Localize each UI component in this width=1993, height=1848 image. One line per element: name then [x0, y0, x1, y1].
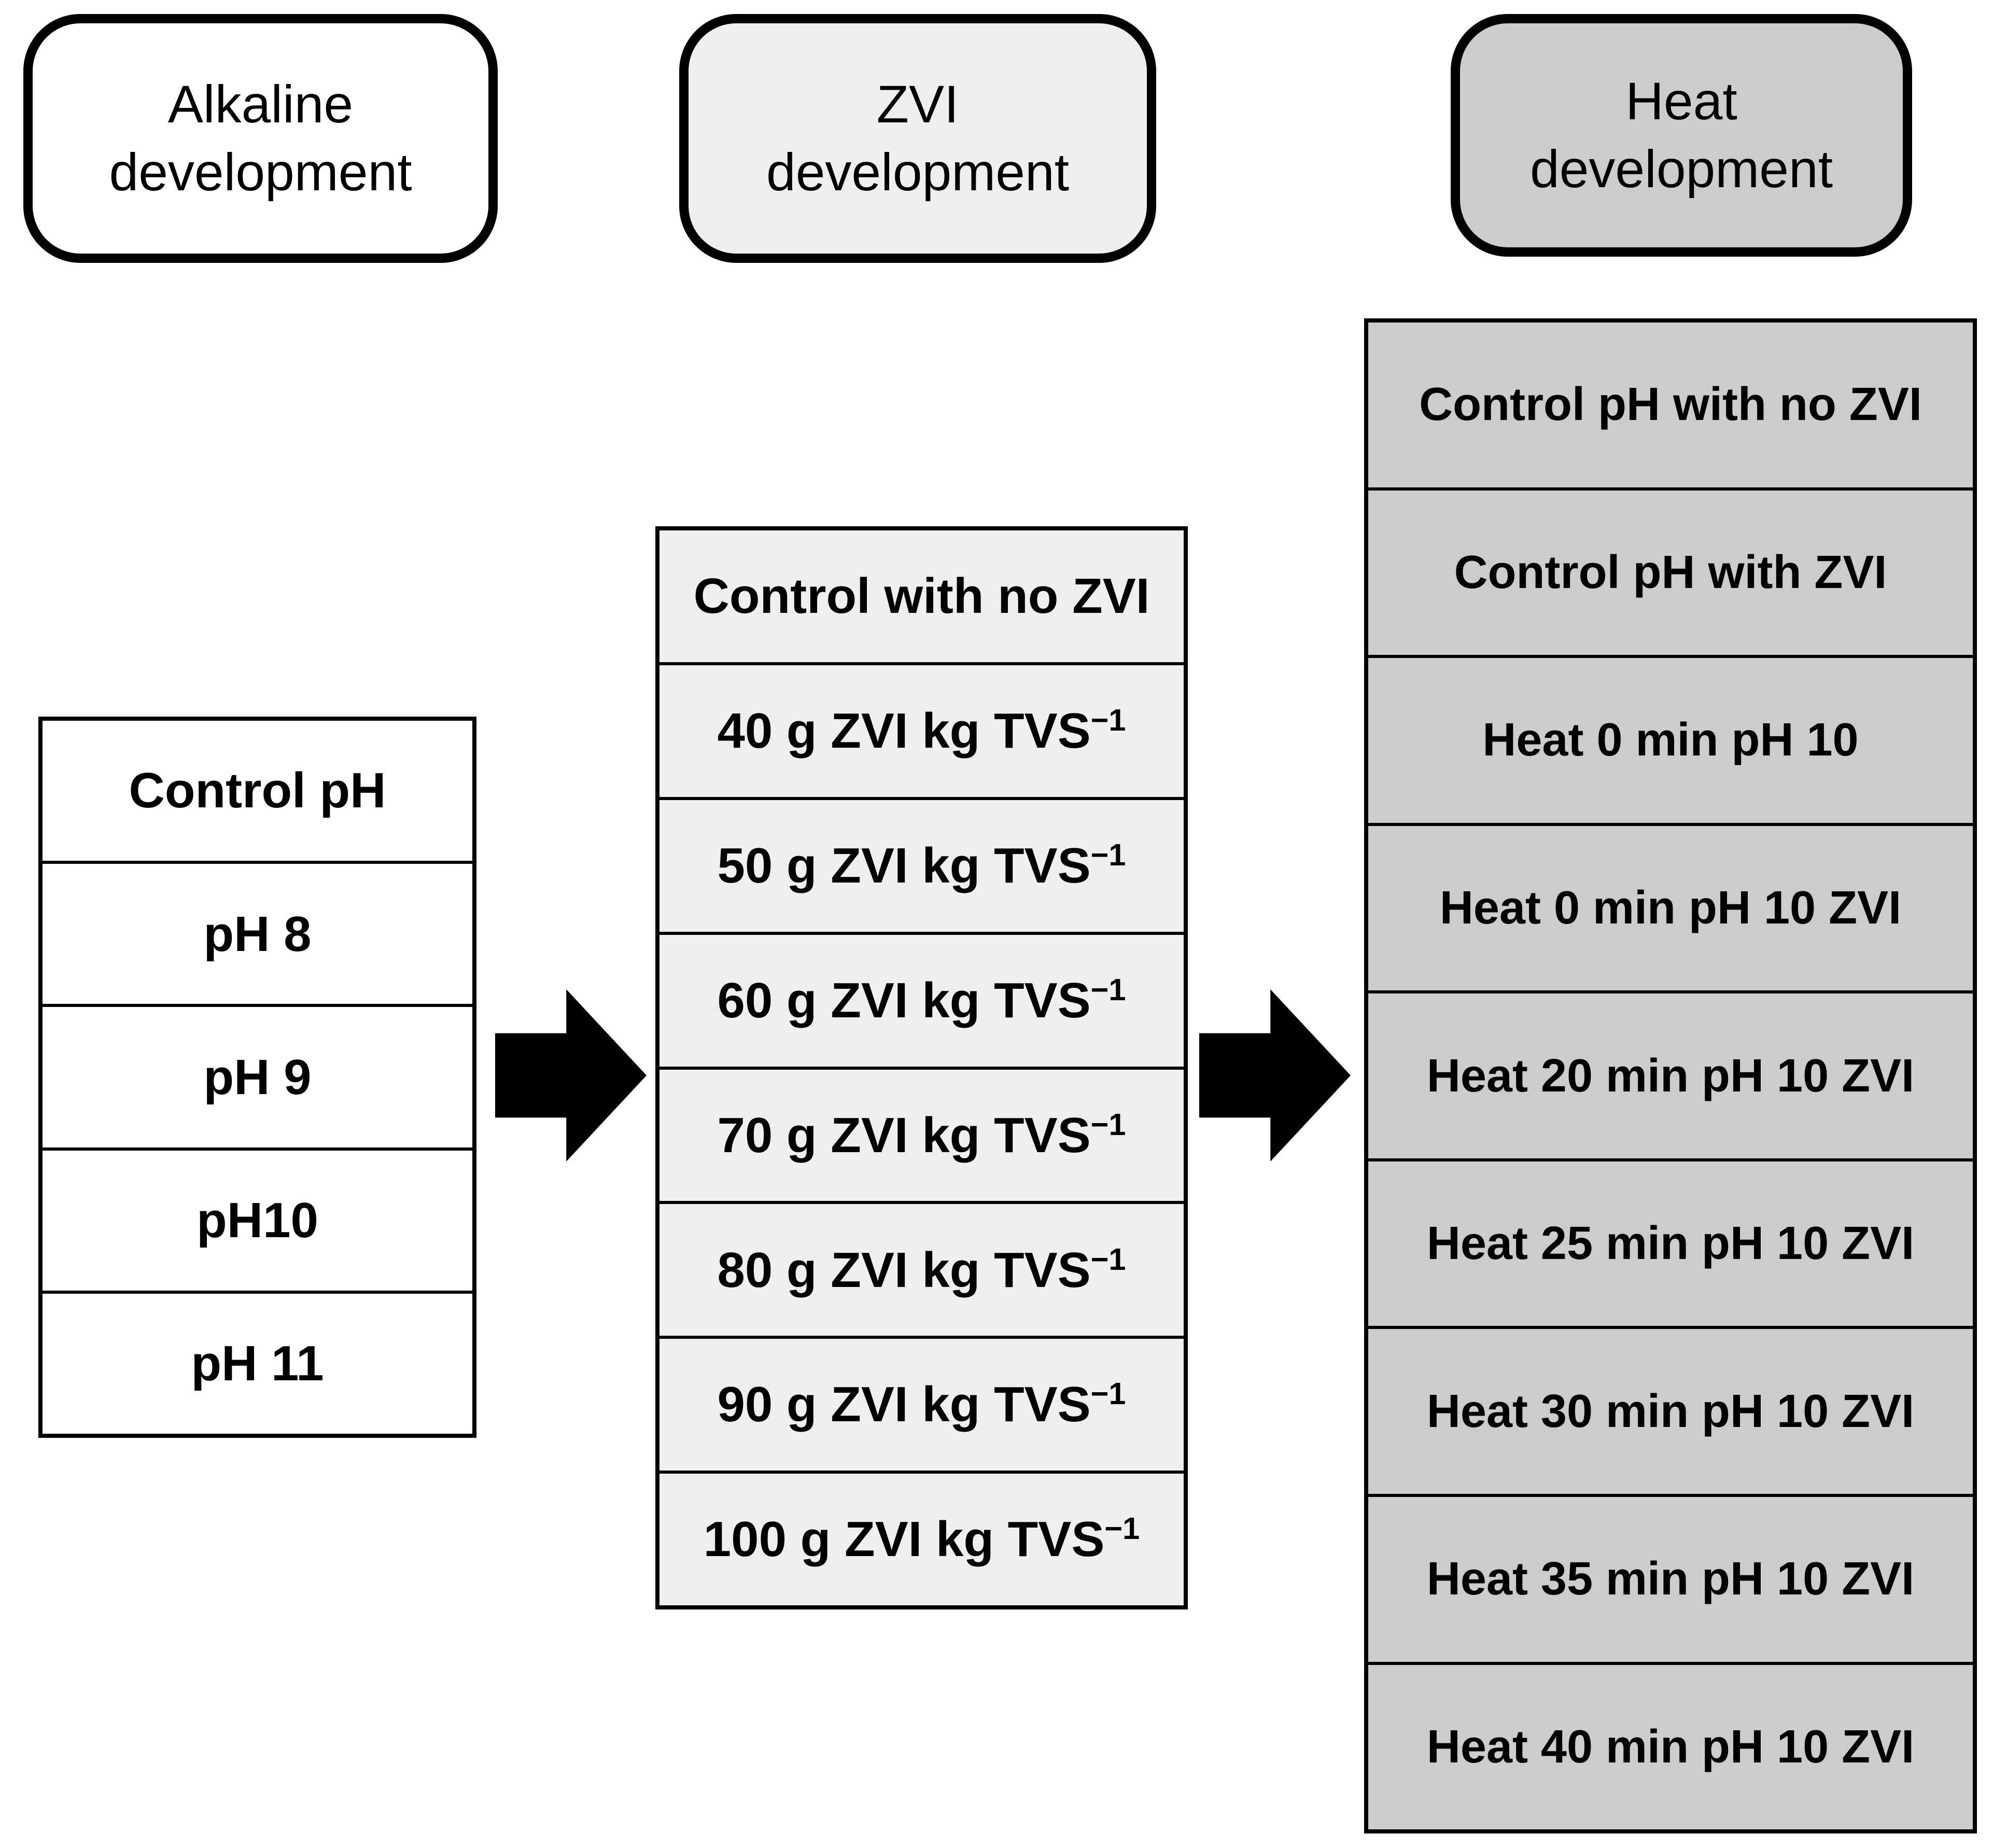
cell-label: 100 g ZVI kg TVS−1 [703, 1511, 1140, 1567]
cell-label: 50 g ZVI kg TVS−1 [717, 837, 1126, 893]
cell-label: 40 g ZVI kg TVS−1 [717, 703, 1126, 759]
cell-label: pH10 [197, 1192, 318, 1248]
table-row: Heat 0 min pH 10 ZVI [1368, 822, 1973, 991]
table-row: pH 8 [43, 861, 472, 1004]
table-row: pH 9 [43, 1004, 472, 1147]
cell-label: 70 g ZVI kg TVS−1 [717, 1107, 1126, 1163]
cell-label: Heat 40 min pH 10 ZVI [1426, 1720, 1915, 1773]
table-zvi-development: Control with no ZVI 40 g ZVI kg TVS−1 50 g… [655, 526, 1188, 1609]
cell-label: 90 g ZVI kg TVS−1 [717, 1376, 1126, 1433]
table-row: 70 g ZVI kg TVS−1 [659, 1066, 1184, 1201]
table-row: Control with no ZVI [659, 530, 1184, 662]
table-row: Heat 35 min pH 10 ZVI [1368, 1493, 1973, 1662]
cell-label: Control pH with no ZVI [1419, 379, 1922, 431]
cell-label: Heat 0 min pH 10 ZVI [1439, 881, 1902, 934]
table-row: 80 g ZVI kg TVS−1 [659, 1201, 1184, 1336]
header-zvi-development: ZVI development [679, 14, 1156, 263]
header-zvi-development-label: ZVI development [766, 75, 1070, 202]
table-row: pH10 [43, 1147, 472, 1291]
table-row: Heat 20 min pH 10 ZVI [1368, 990, 1973, 1158]
cell-label: Heat 35 min pH 10 ZVI [1426, 1553, 1915, 1605]
table-row: 100 g ZVI kg TVS−1 [659, 1471, 1184, 1605]
table-row: Control pH with no ZVI [1368, 323, 1973, 487]
table-row: 50 g ZVI kg TVS−1 [659, 796, 1184, 932]
table-heat-development: Control pH with no ZVI Control pH with ZV… [1364, 318, 1977, 1833]
header-alkaline-development-label: Alkaline development [109, 75, 412, 202]
table-row: Heat 40 min pH 10 ZVI [1368, 1661, 1973, 1830]
table-row: Heat 25 min pH 10 ZVI [1368, 1158, 1973, 1326]
cell-label: pH 9 [203, 1049, 312, 1105]
cell-label: pH 11 [191, 1336, 324, 1392]
cell-label: Control with no ZVI [693, 568, 1150, 624]
table-row: 40 g ZVI kg TVS−1 [659, 662, 1184, 797]
cell-label: Control pH with ZVI [1454, 546, 1887, 598]
cell-label: Control pH [129, 763, 386, 819]
header-heat-development: Heat development [1451, 14, 1912, 257]
table-row: 60 g ZVI kg TVS−1 [659, 931, 1184, 1067]
table-row: Control pH [43, 721, 472, 861]
right-arrow-icon [495, 989, 647, 1161]
header-alkaline-development: Alkaline development [23, 14, 498, 263]
cell-label: Heat 20 min pH 10 ZVI [1426, 1049, 1915, 1102]
cell-label: pH 8 [203, 906, 312, 962]
cell-label: 80 g ZVI kg TVS−1 [717, 1241, 1126, 1298]
header-heat-development-label: Heat development [1529, 72, 1833, 199]
table-row: Control pH with ZVI [1368, 487, 1973, 655]
cell-label: 60 g ZVI kg TVS−1 [717, 972, 1126, 1028]
table-row: Heat 30 min pH 10 ZVI [1368, 1326, 1973, 1494]
table-row: pH 11 [43, 1290, 472, 1434]
table-alkaline-development: Control pH pH 8 pH 9 pH10 pH 11 [38, 717, 476, 1438]
table-row: Heat 0 min pH 10 [1368, 655, 1973, 823]
cell-label: Heat 0 min pH 10 [1482, 714, 1859, 766]
table-row: 90 g ZVI kg TVS−1 [659, 1336, 1184, 1471]
right-arrow-icon [1199, 989, 1351, 1161]
cell-label: Heat 30 min pH 10 ZVI [1426, 1385, 1915, 1437]
cell-label: Heat 25 min pH 10 ZVI [1426, 1217, 1915, 1270]
